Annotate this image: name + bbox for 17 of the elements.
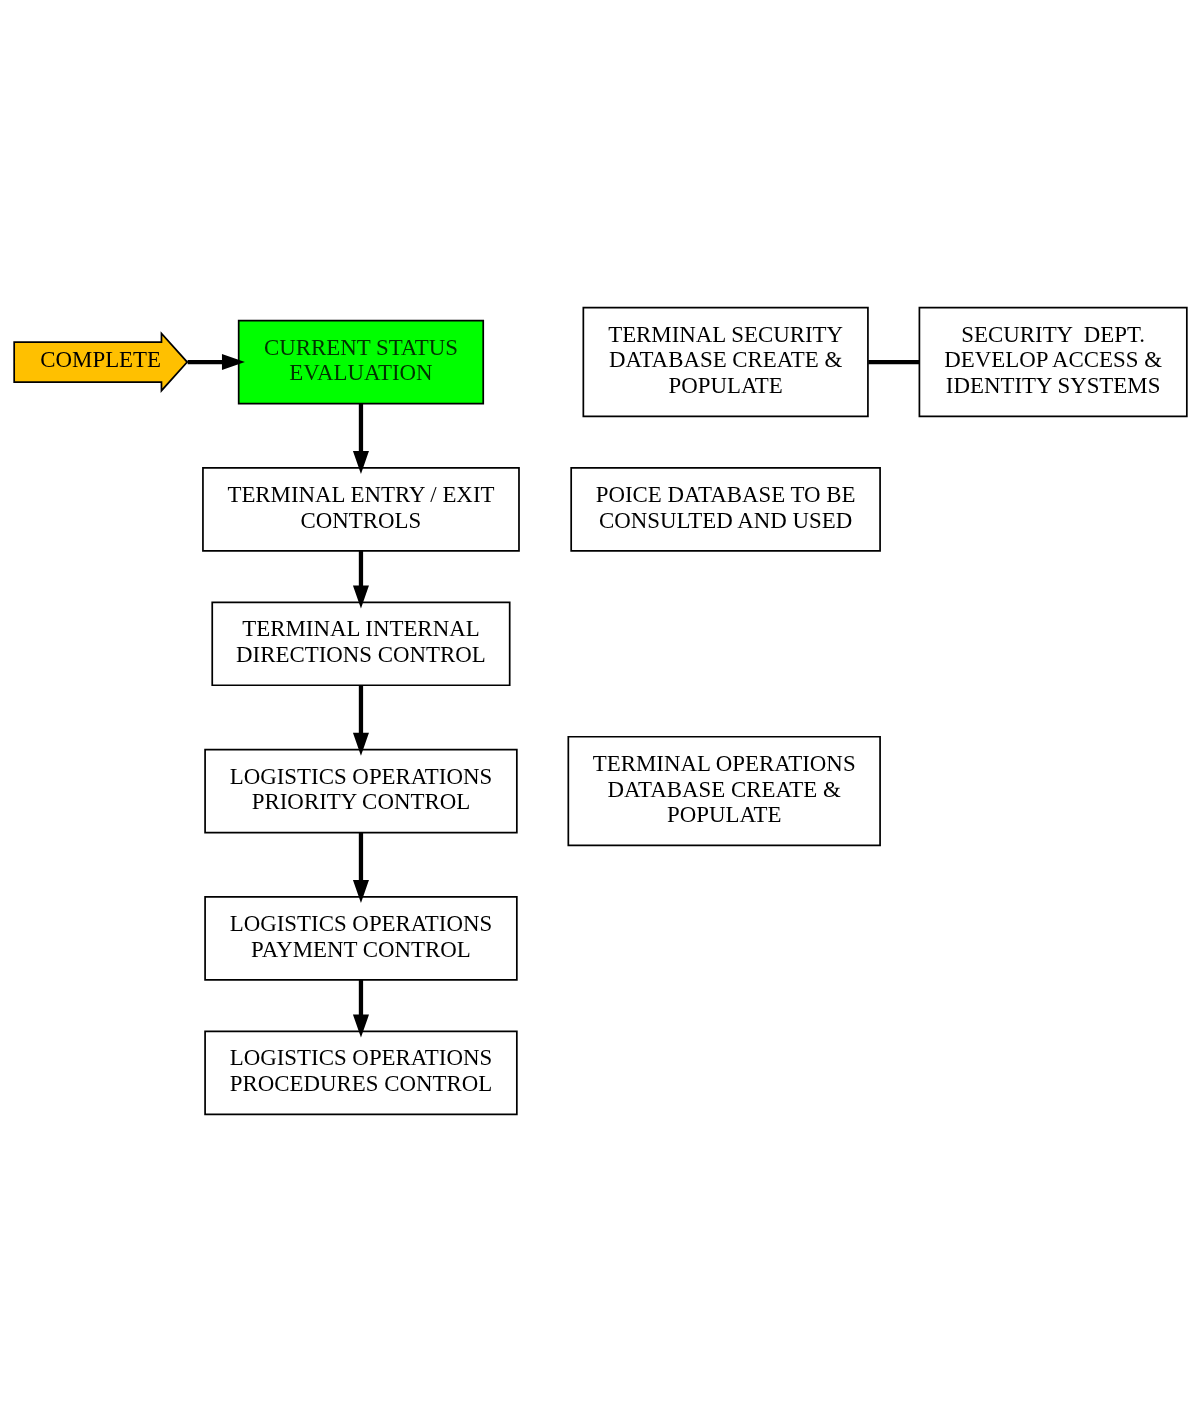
arrow [352, 403, 369, 474]
node-box: SECURITY DEPT. DEVELOP ACCESS & IDENTITY SYSTEMS [918, 306, 1188, 418]
arrow [352, 551, 369, 609]
arrow [352, 832, 369, 903]
arrow [352, 685, 369, 756]
node-box: TERMINAL ENTRY / EXIT CONTROLS [202, 467, 520, 552]
node-box: TERMINAL SECURITY DATABASE CREATE & POPULATE [582, 306, 869, 418]
node-box: TERMINAL INTERNAL DIRECTIONS CONTROL [211, 601, 511, 687]
node-box: LOGISTICS OPERATIONS PRIORITY CONTROL [204, 748, 518, 834]
node-box: CURRENT STATUS EVALUATION [237, 319, 485, 405]
connector [868, 359, 920, 365]
node-box: POICE DATABASE TO BE CONSULTED AND USED [570, 467, 881, 552]
node-box: LOGISTICS OPERATIONS PAYMENT CONTROL [204, 896, 518, 981]
node-box: TERMINAL OPERATIONS DATABASE CREATE & POPULATE [567, 735, 881, 847]
arrow [352, 980, 369, 1038]
arrow [187, 354, 245, 371]
node-box: LOGISTICS OPERATIONS PROCEDURES CONTROL [204, 1030, 518, 1116]
